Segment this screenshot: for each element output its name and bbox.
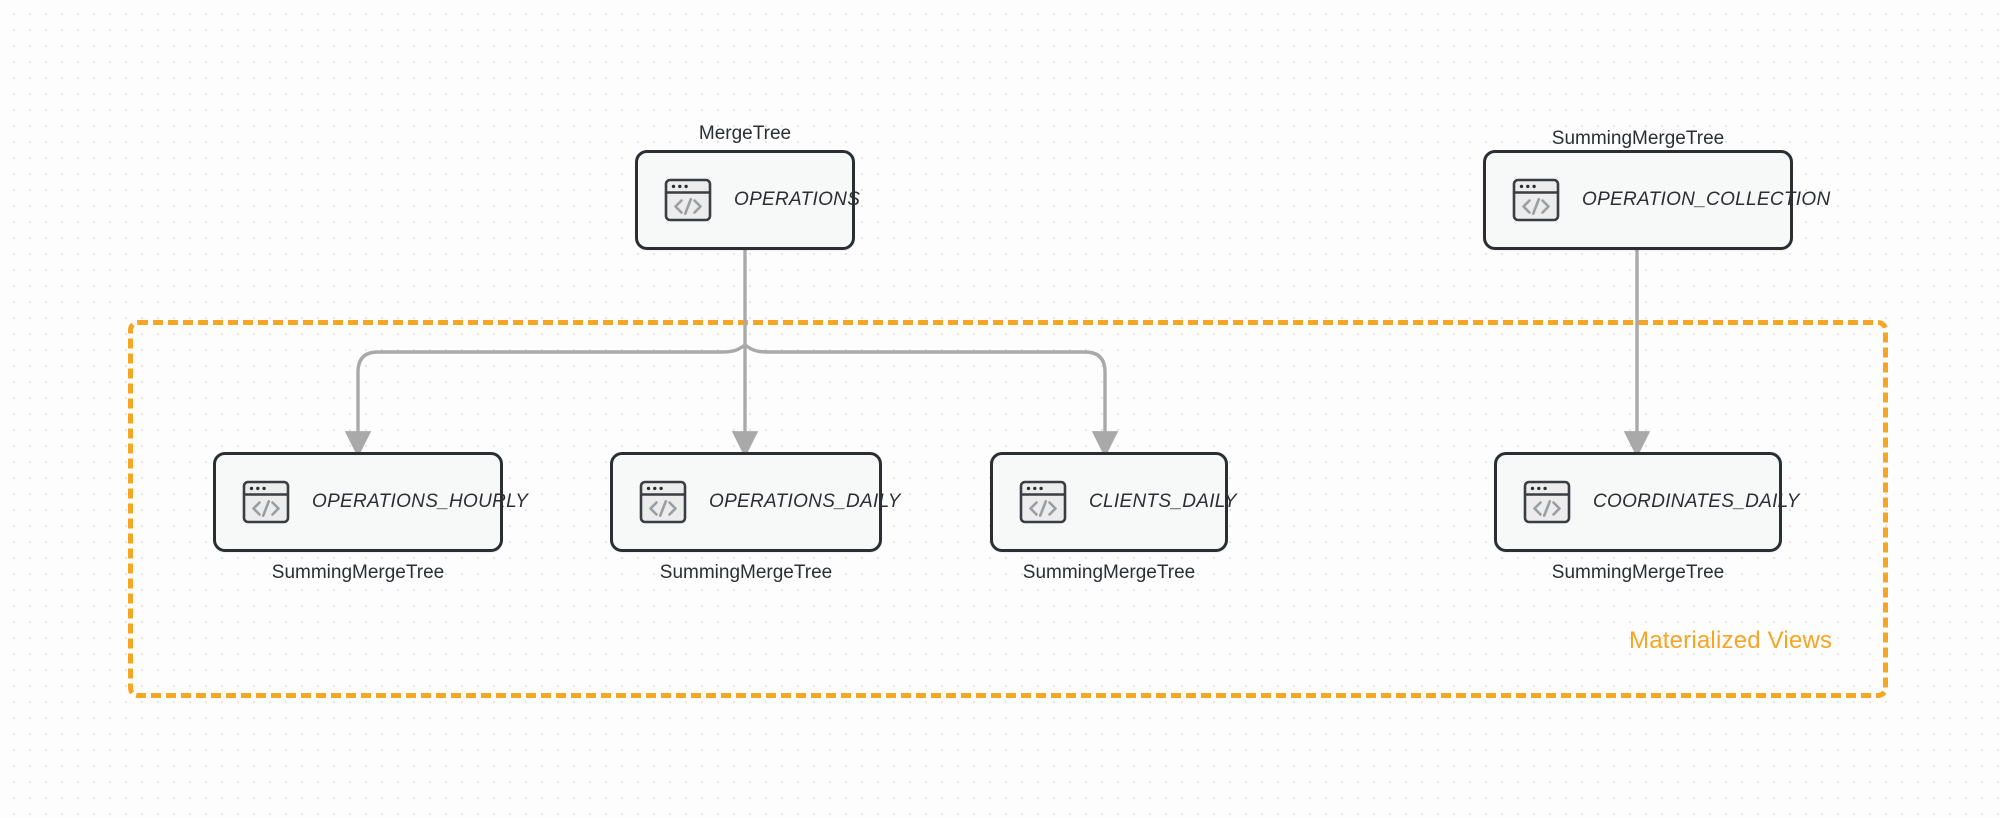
node-title-coordinates-daily: COORDINATES_DAILY (1593, 491, 1800, 512)
code-window-icon (664, 178, 712, 222)
code-window-icon (1523, 480, 1571, 524)
code-window-icon (242, 480, 290, 524)
engine-label-operations-hourly: SummingMergeTree (271, 562, 445, 583)
engine-label-operations: MergeTree (698, 123, 792, 144)
materialized-views-group-label: Materialized Views (1629, 627, 1833, 654)
node-operations[interactable]: OPERATIONS (635, 150, 860, 250)
node-coordinates-daily[interactable]: COORDINATES_DAILY (1494, 452, 1799, 552)
engine-label-operation-collection: SummingMergeTree (1551, 128, 1725, 149)
engine-label-operations-daily: SummingMergeTree (659, 562, 833, 583)
node-operation-collection[interactable]: OPERATION_COLLECTION (1483, 150, 1830, 250)
node-title-clients-daily: CLIENTS_DAILY (1089, 491, 1237, 512)
node-clients-daily[interactable]: CLIENTS_DAILY (990, 452, 1237, 552)
node-title-operations-hourly: OPERATIONS_HOURLY (312, 491, 529, 512)
code-window-icon (1512, 178, 1560, 222)
node-title-operation-collection: OPERATION_COLLECTION (1582, 189, 1831, 210)
code-window-icon (1019, 480, 1067, 524)
node-title-operations-daily: OPERATIONS_DAILY (709, 491, 901, 512)
code-window-icon (639, 480, 687, 524)
node-operations-daily[interactable]: OPERATIONS_DAILY (610, 452, 900, 552)
materialized-views-group-frame (128, 320, 1888, 698)
engine-label-coordinates-daily: SummingMergeTree (1551, 562, 1725, 583)
engine-label-clients-daily: SummingMergeTree (1022, 562, 1196, 583)
node-operations-hourly[interactable]: OPERATIONS_HOURLY (213, 452, 528, 552)
node-title-operations: OPERATIONS (734, 189, 861, 210)
